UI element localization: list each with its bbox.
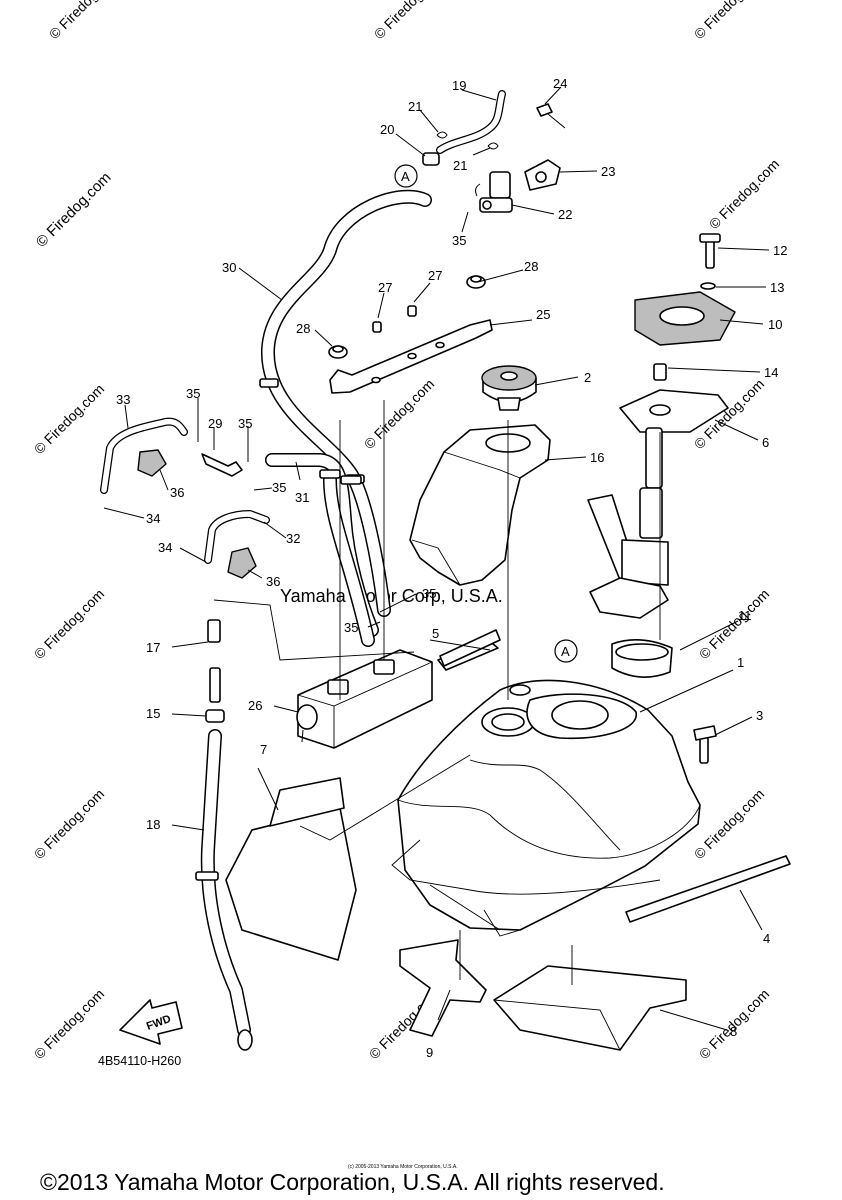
diagram-code: 4B54110-H260 — [98, 1054, 181, 1068]
pad-5 — [439, 629, 501, 667]
callout-numbers: 1 2 3 4 5 6 7 8 9 10 11 12 13 14 15 16 1… — [116, 76, 787, 1060]
pad-9 — [399, 939, 487, 1037]
callout-6: 6 — [762, 435, 769, 450]
watermark-center: Yamaha Motor Corp, U.S.A. — [280, 586, 503, 606]
connector-label-tank: A — [561, 644, 570, 659]
tank-cover-16 — [409, 424, 551, 586]
fine-print: (c) 2005-2013 Yamaha Motor Corporation, … — [348, 1164, 458, 1170]
callout-36: 36 — [170, 485, 184, 500]
watermark-firedog: © Firedog.com — [31, 586, 107, 662]
callout-25: 25 — [536, 307, 550, 322]
callout-14: 14 — [764, 365, 778, 380]
connector-label-top: A — [401, 169, 410, 184]
callout-26: 26 — [248, 698, 262, 713]
callout-33: 33 — [116, 392, 130, 407]
leader-lines — [103, 86, 770, 1031]
callout-21: 21 — [408, 99, 422, 114]
callout-30: 30 — [222, 260, 236, 275]
strip-4 — [625, 855, 791, 923]
callout-10: 10 — [768, 317, 782, 332]
callout-5: 5 — [432, 626, 439, 641]
watermark-firedog: © Firedog.com — [31, 381, 107, 457]
callout-12: 12 — [773, 243, 787, 258]
plate-7 — [225, 777, 357, 961]
watermark-firedog: © Firedog.com — [696, 586, 772, 662]
callout-16: 16 — [590, 450, 604, 465]
callout-27: 27 — [378, 280, 392, 295]
fwd-arrow: FWD — [119, 999, 183, 1045]
callout-27: 27 — [428, 268, 442, 283]
callout-35: 35 — [422, 586, 436, 601]
callout-20: 20 — [380, 122, 394, 137]
hose-33 — [100, 417, 188, 494]
callout-3: 3 — [756, 708, 763, 723]
hose-32 — [204, 510, 270, 564]
watermark-firedog: © Firedog.com — [361, 376, 437, 452]
watermark-firedog: © Firedog.com — [691, 786, 767, 862]
breather-top-group — [422, 90, 566, 213]
callout-1: 1 — [737, 655, 744, 670]
firedog-mark: © Firedog.com — [33, 169, 115, 251]
watermark-firedog: © Firedog.com — [31, 786, 107, 862]
watermark-firedog: © Firedog.com — [371, 0, 447, 42]
watermark-firedog: © Firedog.com — [691, 0, 767, 42]
hose-31 — [265, 453, 379, 647]
drain-hose-18 — [195, 619, 253, 1051]
callout-35: 35 — [452, 233, 466, 248]
callout-19: 19 — [452, 78, 466, 93]
callout-34: 34 — [146, 511, 160, 526]
callout-8: 8 — [730, 1024, 737, 1039]
callout-35: 35 — [344, 620, 358, 635]
pad-8 — [493, 965, 687, 1051]
copyright-footer: ©2013 Yamaha Motor Corporation, U.S.A. A… — [40, 1169, 665, 1195]
callout-23: 23 — [601, 164, 615, 179]
callout-22: 22 — [558, 207, 572, 222]
watermark-firedog: © Firedog.com — [706, 156, 782, 232]
callout-2: 2 — [584, 370, 591, 385]
callout-21: 21 — [453, 158, 467, 173]
callout-7: 7 — [260, 742, 267, 757]
callout-9: 9 — [426, 1045, 433, 1060]
callout-35: 35 — [272, 480, 286, 495]
callout-18: 18 — [146, 817, 160, 832]
joint-29 — [201, 453, 243, 477]
callout-29: 29 — [208, 416, 222, 431]
callout-34: 34 — [158, 540, 172, 555]
fuel-cap-2 — [481, 365, 537, 411]
callout-28: 28 — [296, 321, 310, 336]
callout-15: 15 — [146, 706, 160, 721]
callout-13: 13 — [770, 280, 784, 295]
callout-32: 32 — [286, 531, 300, 546]
fuel-tank-1 — [391, 679, 701, 937]
bolt-3 — [693, 725, 717, 764]
watermark-firedog: © Firedog.com — [31, 986, 107, 1062]
callout-17: 17 — [146, 640, 160, 655]
callout-11: 11 — [738, 608, 752, 623]
callout-31: 31 — [295, 490, 309, 505]
callout-35: 35 — [238, 416, 252, 431]
fuel-pump-6 — [587, 233, 736, 678]
callout-36: 36 — [266, 574, 280, 589]
callout-4: 4 — [763, 931, 770, 946]
connector-a: A A — [394, 164, 578, 663]
callout-35: 35 — [186, 386, 200, 401]
callout-28: 28 — [524, 259, 538, 274]
callout-24: 24 — [553, 76, 567, 91]
watermark-firedog: © Firedog.com — [46, 0, 122, 42]
bracket-25 — [328, 275, 493, 394]
